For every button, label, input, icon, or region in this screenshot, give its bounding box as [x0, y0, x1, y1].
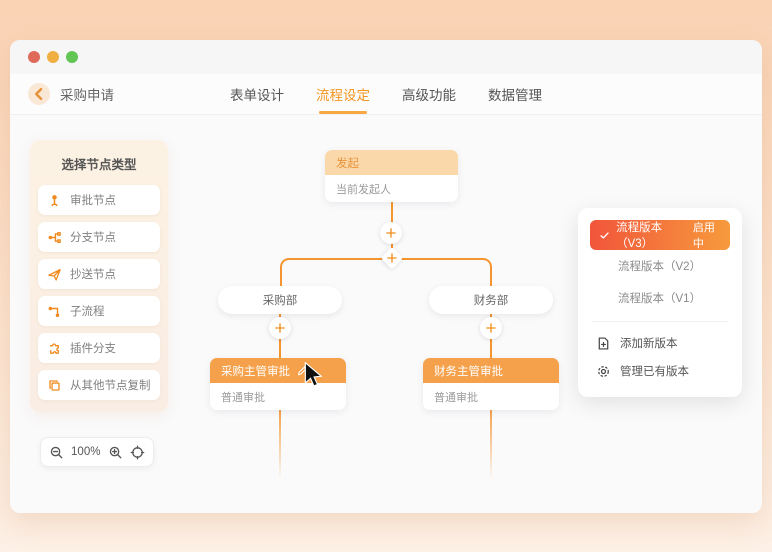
copy-node-icon — [47, 378, 62, 393]
app-header: 采购申请 表单设计 流程设定 高级功能 数据管理 — [10, 74, 762, 115]
tab-process-settings[interactable]: 流程设定 — [316, 74, 370, 114]
window-titlebar — [10, 40, 762, 74]
approval-node-header[interactable]: 采购主管审批 — [210, 358, 346, 383]
approval-node-subtitle: 普通审批 — [221, 391, 265, 404]
start-node[interactable]: 发起 当前发起人 — [325, 150, 458, 202]
sidebar-item-label: 子流程 — [70, 306, 105, 318]
sidebar-item-branch-node[interactable]: 分支节点 — [38, 222, 160, 252]
zoom-in-icon[interactable] — [108, 445, 123, 460]
branch-node-icon — [47, 230, 62, 245]
chevron-left-icon — [35, 87, 43, 101]
approval-node-icon — [47, 193, 62, 208]
sidebar-item-cc-node[interactable]: 抄送节点 — [38, 259, 160, 289]
cc-node-icon — [47, 267, 62, 282]
approval-node-purchase-supervisor[interactable]: 采购主管审批 普通审批 — [210, 358, 346, 410]
add-version-button[interactable]: 添加新版本 — [590, 329, 730, 357]
add-node-button[interactable] — [269, 317, 291, 339]
version-panel: 流程版本（V3） 启用中 流程版本（V2） 流程版本（V1） 添加新版本 管理已… — [578, 208, 742, 397]
maximize-window-icon[interactable] — [66, 51, 78, 63]
start-node-subtitle: 当前发起人 — [336, 183, 391, 196]
sidebar-item-subprocess[interactable]: 子流程 — [38, 296, 160, 326]
tab-data-management[interactable]: 数据管理 — [488, 88, 542, 103]
version-item-v1[interactable]: 流程版本（V1） — [618, 293, 702, 305]
minimize-window-icon[interactable] — [47, 51, 59, 63]
sidebar-item-label: 抄送节点 — [70, 269, 116, 281]
node-type-panel: 选择节点类型 审批节点 分支节点 抄送节点 — [30, 140, 168, 412]
manage-versions-button[interactable]: 管理已有版本 — [590, 357, 730, 385]
sidebar-item-copy-node[interactable]: 从其他节点复制 — [38, 370, 160, 400]
sidebar-item-label: 从其他节点复制 — [70, 380, 151, 392]
active-tab-underline — [319, 111, 367, 114]
subprocess-icon — [47, 304, 62, 319]
approval-node-subtitle: 普通审批 — [434, 391, 478, 404]
back-button[interactable] — [28, 83, 50, 105]
condition-node-finance-dept[interactable]: 财务部 — [429, 286, 553, 314]
add-branch-button[interactable] — [379, 245, 405, 271]
check-icon — [599, 229, 610, 242]
approval-node-header[interactable]: 财务主管审批 — [423, 358, 559, 383]
tab-bar: 表单设计 流程设定 高级功能 数据管理 — [230, 74, 542, 114]
approval-node-finance-supervisor[interactable]: 财务主管审批 普通审批 — [423, 358, 559, 410]
flow-canvas[interactable]: 选择节点类型 审批节点 分支节点 抄送节点 — [10, 115, 762, 513]
fit-view-icon[interactable] — [130, 445, 145, 460]
add-node-button[interactable] — [480, 317, 502, 339]
action-label: 管理已有版本 — [620, 366, 689, 378]
sidebar-item-label: 插件分支 — [70, 343, 116, 355]
plus-icon — [275, 323, 285, 333]
zoom-toolbar: 100% — [40, 437, 154, 467]
plugin-branch-icon — [47, 341, 62, 356]
sidebar-item-label: 审批节点 — [70, 195, 116, 207]
sidebar-item-approval-node[interactable]: 审批节点 — [38, 185, 160, 215]
plus-icon — [386, 252, 398, 264]
app-window: 采购申请 表单设计 流程设定 高级功能 数据管理 选择节点类型 审批节点 分支节 — [10, 40, 762, 513]
tab-form-design[interactable]: 表单设计 — [230, 88, 284, 103]
plus-icon — [486, 323, 496, 333]
zoom-level-value: 100% — [71, 446, 101, 458]
connector-left-tail — [279, 410, 281, 480]
sidebar-item-label: 分支节点 — [70, 232, 116, 244]
version-item-v3-active[interactable]: 流程版本（V3） 启用中 — [590, 220, 730, 250]
plus-icon — [386, 228, 396, 238]
divider — [592, 321, 728, 322]
version-item-v2[interactable]: 流程版本（V2） — [618, 261, 702, 273]
page-title: 采购申请 — [60, 88, 114, 103]
version-label: 流程版本（V3） — [616, 222, 663, 250]
add-node-button[interactable] — [380, 222, 402, 244]
add-file-icon — [596, 336, 611, 351]
action-label: 添加新版本 — [620, 338, 678, 350]
close-window-icon[interactable] — [28, 51, 40, 63]
start-node-header: 发起 — [325, 150, 458, 175]
condition-node-purchase-dept[interactable]: 采购部 — [218, 286, 342, 314]
connector-right-tail — [490, 410, 492, 480]
sidebar-item-plugin-branch[interactable]: 插件分支 — [38, 333, 160, 363]
zoom-out-icon[interactable] — [49, 445, 64, 460]
node-type-panel-title: 选择节点类型 — [61, 158, 137, 172]
tab-advanced-features[interactable]: 高级功能 — [402, 88, 456, 103]
edit-pencil-icon[interactable] — [296, 364, 309, 377]
breadcrumb: 采购申请 — [28, 83, 114, 105]
gear-icon — [596, 364, 611, 379]
active-badge: 启用中 — [692, 222, 715, 250]
